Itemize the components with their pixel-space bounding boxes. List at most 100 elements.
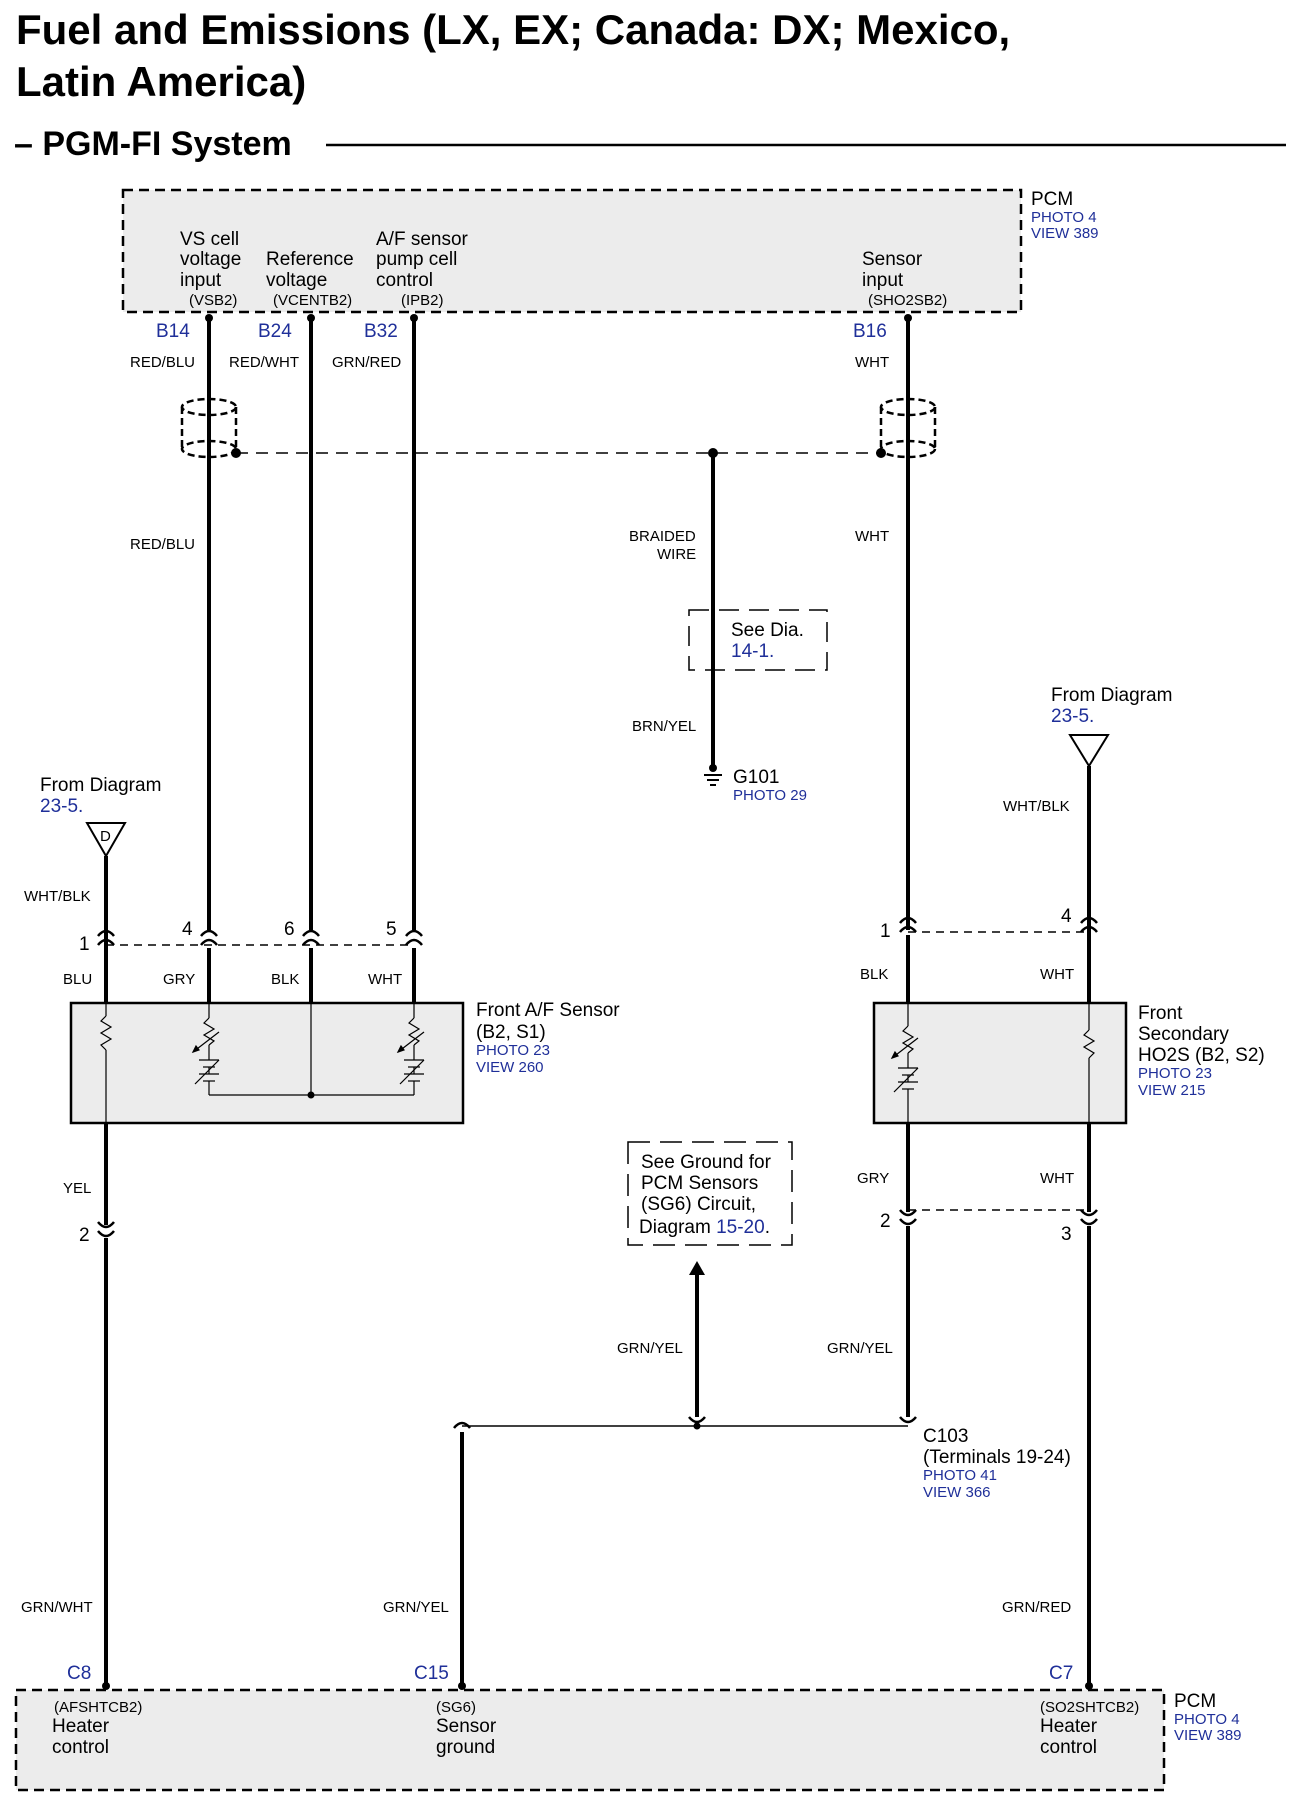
pcm-vcentb2-label-1: Reference [266, 249, 354, 270]
braided-label-2: WIRE [657, 546, 696, 563]
pcm-afshtcb2-code: (AFSHTCB2) [54, 1699, 142, 1716]
wire-grn-wht-label: GRN/WHT [21, 1599, 93, 1616]
wire-yel-label: YEL [63, 1180, 91, 1197]
pcm-bottom-name: PCM [1174, 1691, 1216, 1712]
pcm-vsb2-label-2: voltage [180, 249, 241, 270]
pcm-top-box [121, 188, 1023, 314]
from-diagram-left-ref[interactable]: 23-5. [40, 796, 83, 817]
pcm-ipb2-label-3: control [376, 270, 433, 291]
pcm-vsb2-label-1: VS cell [180, 229, 239, 250]
see-dia-box [688, 609, 828, 671]
ho2s-connector-terminals-top [899, 916, 1098, 933]
pcm-vcentb2-code: (VCENTB2) [273, 292, 352, 309]
pcm-bottom-box [14, 1688, 1166, 1792]
pcm-sho2sb2-label-2: input [862, 270, 904, 291]
wire-wht-mid: WHT [855, 528, 889, 545]
af-pin-4: 4 [182, 919, 193, 940]
pcm-top-photo: PHOTO 4 [1031, 209, 1097, 226]
pcm-top-view: VIEW 389 [1031, 225, 1099, 242]
from-diagram-right-triangle-icon [1068, 734, 1110, 768]
pcm-ipb2-label-2: pump cell [376, 249, 457, 270]
wire-red-blu-top: RED/BLU [130, 354, 195, 371]
pcm-afshtcb2-l1: Heater [52, 1716, 110, 1737]
pcm-vcentb2-label-2: voltage [266, 270, 327, 291]
c103-view: VIEW 366 [923, 1484, 991, 1501]
c103-junction [693, 1422, 701, 1430]
from-diagram-left-tag: D [100, 828, 111, 845]
ho2s-view: VIEW 215 [1138, 1082, 1206, 1099]
pcm-so2shtcb2-code: (SO2SHTCB2) [1040, 1699, 1139, 1716]
wire-wht-blk-right-label: WHT/BLK [1003, 798, 1070, 815]
pcm-sho2sb2-code: (SHO2SB2) [868, 292, 947, 309]
page-title-line1: Fuel and Emissions (LX, EX; Canada: DX; … [16, 6, 1010, 53]
pin-dot-b32 [410, 314, 418, 322]
from-diagram-right-text: From Diagram [1051, 685, 1172, 706]
af-wire-gry: GRY [163, 971, 195, 988]
ground-icon [704, 774, 722, 786]
pcm-sg6-l1: Sensor [436, 1716, 497, 1737]
pin-dot-c8 [102, 1682, 110, 1690]
pin-c15: C15 [414, 1663, 449, 1684]
wire-wht-top: WHT [855, 354, 889, 371]
wire-brn-yel: BRN/YEL [632, 718, 696, 735]
c103-terminals [453, 1416, 917, 1429]
arrow-up-icon [689, 1261, 705, 1275]
ho2s-name-1: Front [1138, 1003, 1183, 1024]
ho2s-box [872, 1001, 1128, 1125]
pcm-sg6-code: (SG6) [436, 1699, 476, 1716]
see-dia-link[interactable]: 14-1. [731, 641, 774, 662]
see-ground-line3: (SG6) Circuit, [641, 1194, 756, 1215]
pin-b16: B16 [853, 321, 887, 342]
af-internal-junction [307, 1091, 315, 1099]
af-pin-6: 6 [284, 919, 295, 940]
pin-b32: B32 [364, 321, 398, 342]
af-wire-blk: BLK [271, 971, 299, 988]
ho2s-bottom-pin-3: 3 [1061, 1224, 1072, 1245]
from-diagram-left-triangle-icon [85, 822, 127, 859]
pin-dot-b16 [904, 314, 912, 322]
see-ground-diagram-word: Diagram [639, 1217, 711, 1238]
ho2s-name-3: HO2S (B2, S2) [1138, 1045, 1265, 1066]
ho2s-photo: PHOTO 23 [1138, 1065, 1212, 1082]
pin-c7: C7 [1049, 1663, 1073, 1684]
af-sensor-box [69, 1001, 465, 1125]
ho2s-pin-4: 4 [1061, 906, 1072, 927]
wire-grn-red-label: GRN/RED [1002, 1599, 1071, 1616]
pin-dot-b24 [307, 314, 315, 322]
wire-grn-yel-up-label: GRN/YEL [617, 1340, 683, 1357]
pin-dot-c7 [1085, 1682, 1093, 1690]
c103-terminals-label: (Terminals 19-24) [923, 1447, 1071, 1468]
pcm-ipb2-code: (IPB2) [401, 292, 444, 309]
wire-grn-yel-sg6-label: GRN/YEL [383, 1599, 449, 1616]
pcm-afshtcb2-l2: control [52, 1737, 109, 1758]
pcm-ipb2-label-1: A/F sensor [376, 229, 469, 250]
ground-photo: PHOTO 29 [733, 787, 807, 804]
af-bottom-pin: 2 [79, 1225, 90, 1246]
see-dia-text: See Dia. [731, 620, 804, 641]
ground-dot [709, 764, 717, 772]
pcm-vsb2-label-3: input [180, 270, 222, 291]
pcm-sho2sb2-label-1: Sensor [862, 249, 923, 270]
pcm-so2shtcb2-l1: Heater [1040, 1716, 1098, 1737]
see-ground-dot: . [765, 1217, 770, 1238]
ho2s-connector-terminals-bottom [899, 1209, 1098, 1226]
af-sensor-name-2: (B2, S1) [476, 1022, 546, 1043]
af-sensor-name-1: Front A/F Sensor [476, 1000, 620, 1021]
af-bottom-terminal [97, 1221, 115, 1238]
pin-b24: B24 [258, 321, 292, 342]
pcm-sg6-l2: ground [436, 1737, 495, 1758]
from-diagram-right-ref[interactable]: 23-5. [1051, 706, 1094, 727]
page-title-line2: Latin America) [16, 58, 306, 105]
ho2s-pin-1: 1 [880, 921, 891, 942]
ho2s-bottom-wire-wht: WHT [1040, 1170, 1074, 1187]
from-diagram-left-text: From Diagram [40, 775, 161, 796]
see-ground-line1: See Ground for [641, 1152, 772, 1173]
ho2s-name-2: Secondary [1138, 1024, 1229, 1045]
af-sensor-view: VIEW 260 [476, 1059, 544, 1076]
c103-photo: PHOTO 41 [923, 1467, 997, 1484]
see-ground-link[interactable]: 15-20 [716, 1217, 765, 1238]
wire-grn-red-top: GRN/RED [332, 354, 401, 371]
pcm-bottom-view: VIEW 389 [1174, 1727, 1242, 1744]
wire-wht-blk-left-label: WHT/BLK [24, 888, 91, 905]
